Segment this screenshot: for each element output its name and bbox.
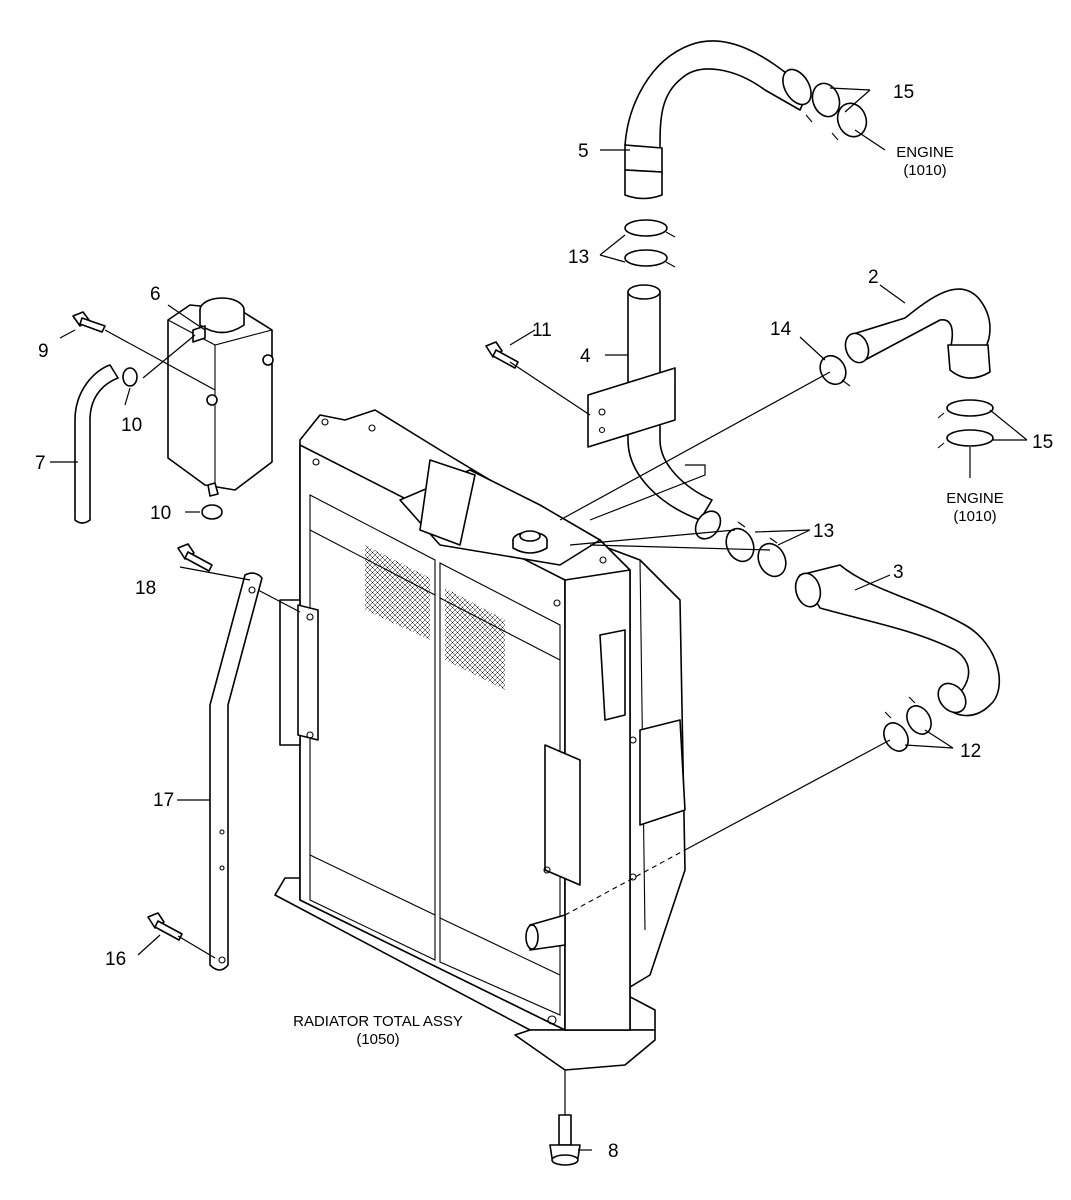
label-part-17: 17 xyxy=(153,790,174,811)
radiator-assembly xyxy=(274,409,686,1071)
clamp-14 xyxy=(819,354,851,387)
label-part-7: 7 xyxy=(35,453,46,474)
label-part-13-top: 13 xyxy=(568,247,589,268)
label-part-10-lower: 10 xyxy=(150,503,171,524)
label-part-3: 3 xyxy=(893,562,904,583)
label-part-8: 8 xyxy=(608,1141,619,1162)
label-part-11: 11 xyxy=(532,320,552,341)
clamps-15-right xyxy=(937,399,994,449)
label-part-15-right: 15 xyxy=(1032,432,1053,453)
note-radiator-assy: RADIATOR TOTAL ASSY xyxy=(293,1013,463,1030)
bolt-18 xyxy=(177,543,213,572)
clamp-10-lower xyxy=(201,504,223,520)
note-engine-top: ENGINE xyxy=(896,144,954,161)
label-part-18: 18 xyxy=(135,578,156,599)
hose-2 xyxy=(844,288,991,379)
label-part-5: 5 xyxy=(578,141,589,162)
hose-7 xyxy=(74,364,119,524)
label-part-13-middle: 13 xyxy=(813,521,834,542)
clamps-13-top xyxy=(624,219,676,268)
bolt-16 xyxy=(147,912,183,941)
clamps-13-middle xyxy=(725,521,787,578)
bolt-8 xyxy=(549,1114,581,1166)
label-part-10-upper: 10 xyxy=(121,415,142,436)
part-labels: 5 13 15 2 14 4 11 6 9 10 7 10 15 13 3 12… xyxy=(35,82,1053,1162)
label-part-12: 12 xyxy=(960,741,981,762)
hose-5 xyxy=(624,40,812,200)
note-engine-right-ref: (1010) xyxy=(953,508,996,525)
hose-3 xyxy=(794,564,1001,717)
label-part-6: 6 xyxy=(150,284,161,305)
stay-17 xyxy=(209,572,263,971)
note-engine-top-ref: (1010) xyxy=(903,162,946,179)
label-part-14: 14 xyxy=(770,319,792,340)
label-part-4: 4 xyxy=(580,346,591,367)
note-radiator-ref: (1050) xyxy=(356,1031,399,1048)
bolt-9 xyxy=(72,311,106,333)
clamp-10-upper xyxy=(122,367,138,387)
pipe-4 xyxy=(587,284,722,540)
leader-lines xyxy=(50,87,1028,1151)
label-part-15-top: 15 xyxy=(893,82,914,103)
reservoir-tank-6 xyxy=(167,297,274,497)
note-engine-right: ENGINE xyxy=(946,490,1004,507)
label-part-16: 16 xyxy=(105,949,126,970)
label-part-2: 2 xyxy=(868,267,879,288)
label-part-9: 9 xyxy=(38,341,49,362)
